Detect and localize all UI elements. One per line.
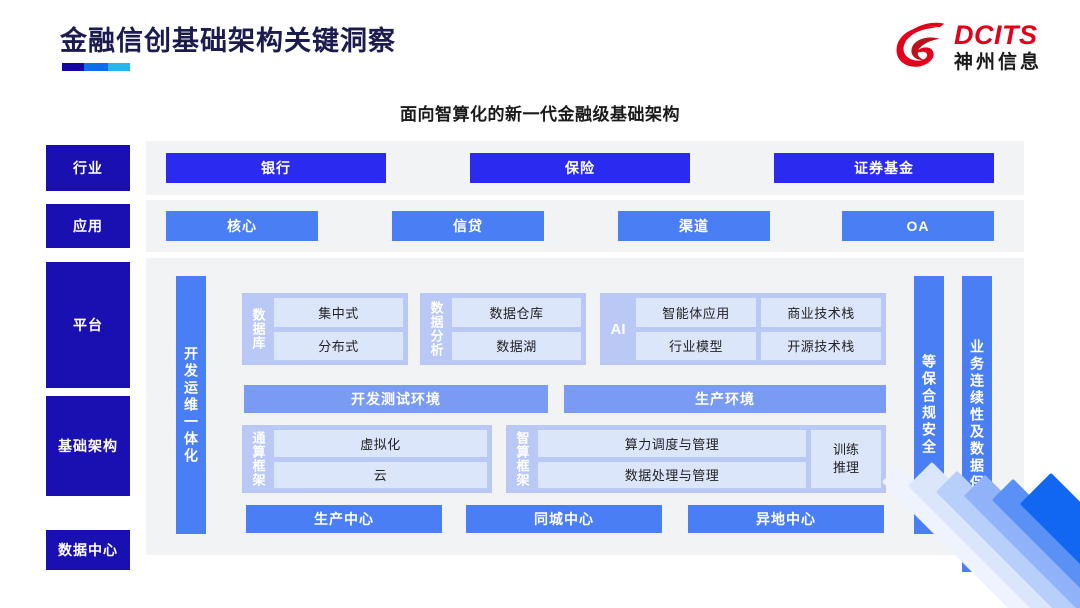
group-label: 通算框架 xyxy=(250,431,266,487)
data-center-chip-production[interactable]: 生产中心 xyxy=(246,505,442,533)
group-body: 数据仓库 数据湖 xyxy=(452,298,581,360)
group-label: 数据分析 xyxy=(428,301,444,357)
tile-industry-model[interactable]: 行业模型 xyxy=(636,331,756,360)
group-row: 虚拟化 xyxy=(274,430,487,457)
chip-label: 保险 xyxy=(565,160,595,176)
tile-agent-application[interactable]: 智能体应用 xyxy=(636,298,756,327)
tile-data-lake[interactable]: 数据湖 xyxy=(452,331,581,360)
group-body: 虚拟化 云 xyxy=(274,430,487,488)
chip-label: 信贷 xyxy=(453,218,483,234)
chip-label: 开发测试环境 xyxy=(351,391,441,407)
slide-header: 金融信创基础架构关键洞察 DCITS 神州信息 xyxy=(0,0,1080,92)
sidebar-item-label: 平台 xyxy=(73,317,103,333)
sidebar-item-infrastructure[interactable]: 基础架构 xyxy=(46,396,130,496)
industry-chip-bank[interactable]: 银行 xyxy=(166,153,386,183)
chip-label: 异地中心 xyxy=(756,511,816,527)
chip-label: 生产中心 xyxy=(314,511,374,527)
chip-label: 生产环境 xyxy=(695,391,755,407)
tile-data-processing-management[interactable]: 数据处理与管理 xyxy=(538,461,806,488)
rule-segment-blue xyxy=(84,63,108,71)
group-body: 智能体应用 商业技术栈 行业模型 开源技术栈 xyxy=(636,298,881,360)
vertical-bar-label: 业务连续性及数据保护 xyxy=(969,339,985,509)
sidebar-item-label: 基础架构 xyxy=(58,438,118,454)
vertical-bar-business-continuity[interactable]: 业务连续性及数据保护 xyxy=(962,276,992,572)
tile-centralized[interactable]: 集中式 xyxy=(274,298,403,327)
application-chip-channel[interactable]: 渠道 xyxy=(618,211,770,241)
sidebar-item-application[interactable]: 应用 xyxy=(46,204,130,248)
vertical-bar-devops[interactable]: 开发运维一体化 xyxy=(176,276,206,534)
group-body: 算力调度与管理 数据处理与管理 xyxy=(538,430,806,488)
group-row: 智能体应用 商业技术栈 xyxy=(636,298,881,327)
chip-label: 渠道 xyxy=(679,218,709,234)
data-center-chip-remote[interactable]: 异地中心 xyxy=(688,505,884,533)
chip-label: OA xyxy=(906,218,930,234)
rule-segment-navy xyxy=(62,63,84,71)
sidebar-item-label: 行业 xyxy=(73,160,103,176)
platform-group-data-analytics: 数据分析 数据仓库 数据湖 xyxy=(420,293,586,365)
chip-label: 证券基金 xyxy=(854,160,914,176)
sidebar-item-label: 数据中心 xyxy=(58,542,118,558)
group-row: 分布式 xyxy=(274,331,403,360)
infra-group-general-compute-framework: 通算框架 虚拟化 云 xyxy=(242,425,492,493)
vertical-bar-compliance-security[interactable]: 等保合规安全 xyxy=(914,276,944,534)
infra-group-intelligent-compute-framework: 智算框架 算力调度与管理 数据处理与管理 训练 推理 xyxy=(506,425,886,493)
tile-compute-scheduling-management[interactable]: 算力调度与管理 xyxy=(538,430,806,457)
group-row: 数据仓库 xyxy=(452,298,581,327)
logo-wordmark: DCITS 神州信息 xyxy=(953,20,1042,73)
industry-chip-securities-fund[interactable]: 证券基金 xyxy=(774,153,994,183)
chip-label: 同城中心 xyxy=(534,511,594,527)
platform-group-database: 数据库 集中式 分布式 xyxy=(242,293,408,365)
group-row: 数据处理与管理 xyxy=(538,461,806,488)
sidebar-item-platform[interactable]: 平台 xyxy=(46,262,130,388)
tile-data-warehouse[interactable]: 数据仓库 xyxy=(452,298,581,327)
page-title: 金融信创基础架构关键洞察 xyxy=(60,26,396,56)
group-label: 智算框架 xyxy=(514,431,530,487)
tile-cloud[interactable]: 云 xyxy=(274,461,487,488)
application-chip-core[interactable]: 核心 xyxy=(166,211,318,241)
group-label: AI xyxy=(610,320,626,338)
environment-chip-production[interactable]: 生产环境 xyxy=(564,385,886,413)
tile-open-source-tech-stack[interactable]: 开源技术栈 xyxy=(761,331,881,360)
chip-label: 核心 xyxy=(227,218,257,234)
group-row: 数据湖 xyxy=(452,331,581,360)
platform-group-ai: AI 智能体应用 商业技术栈 行业模型 开源技术栈 xyxy=(600,293,886,365)
sidebar-item-industry[interactable]: 行业 xyxy=(46,145,130,191)
group-body: 集中式 分布式 xyxy=(274,298,403,360)
tile-virtualization[interactable]: 虚拟化 xyxy=(274,430,487,457)
logo-text-cn: 神州信息 xyxy=(953,52,1042,73)
group-row: 算力调度与管理 xyxy=(538,430,806,457)
data-center-chip-metro[interactable]: 同城中心 xyxy=(466,505,662,533)
group-row: 集中式 xyxy=(274,298,403,327)
tile-commercial-tech-stack[interactable]: 商业技术栈 xyxy=(761,298,881,327)
diagram-subtitle: 面向智算化的新一代金融级基础架构 xyxy=(400,105,680,124)
dcits-swirl-icon xyxy=(896,22,945,67)
logo-text-en: DCITS xyxy=(953,20,1038,50)
dcits-logo: DCITS 神州信息 xyxy=(893,16,1042,78)
sidebar-item-data-center[interactable]: 数据中心 xyxy=(46,530,130,570)
vertical-bar-label: 等保合规安全 xyxy=(921,354,937,456)
vertical-bar-label: 开发运维一体化 xyxy=(183,345,199,465)
application-chip-oa[interactable]: OA xyxy=(842,211,994,241)
chip-label: 银行 xyxy=(261,160,291,176)
group-row: 行业模型 开源技术栈 xyxy=(636,331,881,360)
sidebar-item-label: 应用 xyxy=(73,218,103,234)
deco-stripe-6 xyxy=(1019,472,1080,608)
tile-distributed[interactable]: 分布式 xyxy=(274,331,403,360)
application-chip-credit[interactable]: 信贷 xyxy=(392,211,544,241)
environment-chip-dev-test[interactable]: 开发测试环境 xyxy=(244,385,548,413)
group-label: 数据库 xyxy=(250,308,266,350)
title-underline-rule xyxy=(62,63,130,71)
rule-segment-cyan xyxy=(108,63,130,71)
group-row: 云 xyxy=(274,461,487,488)
tile-training-inference[interactable]: 训练 推理 xyxy=(811,430,881,488)
industry-chip-insurance[interactable]: 保险 xyxy=(470,153,690,183)
